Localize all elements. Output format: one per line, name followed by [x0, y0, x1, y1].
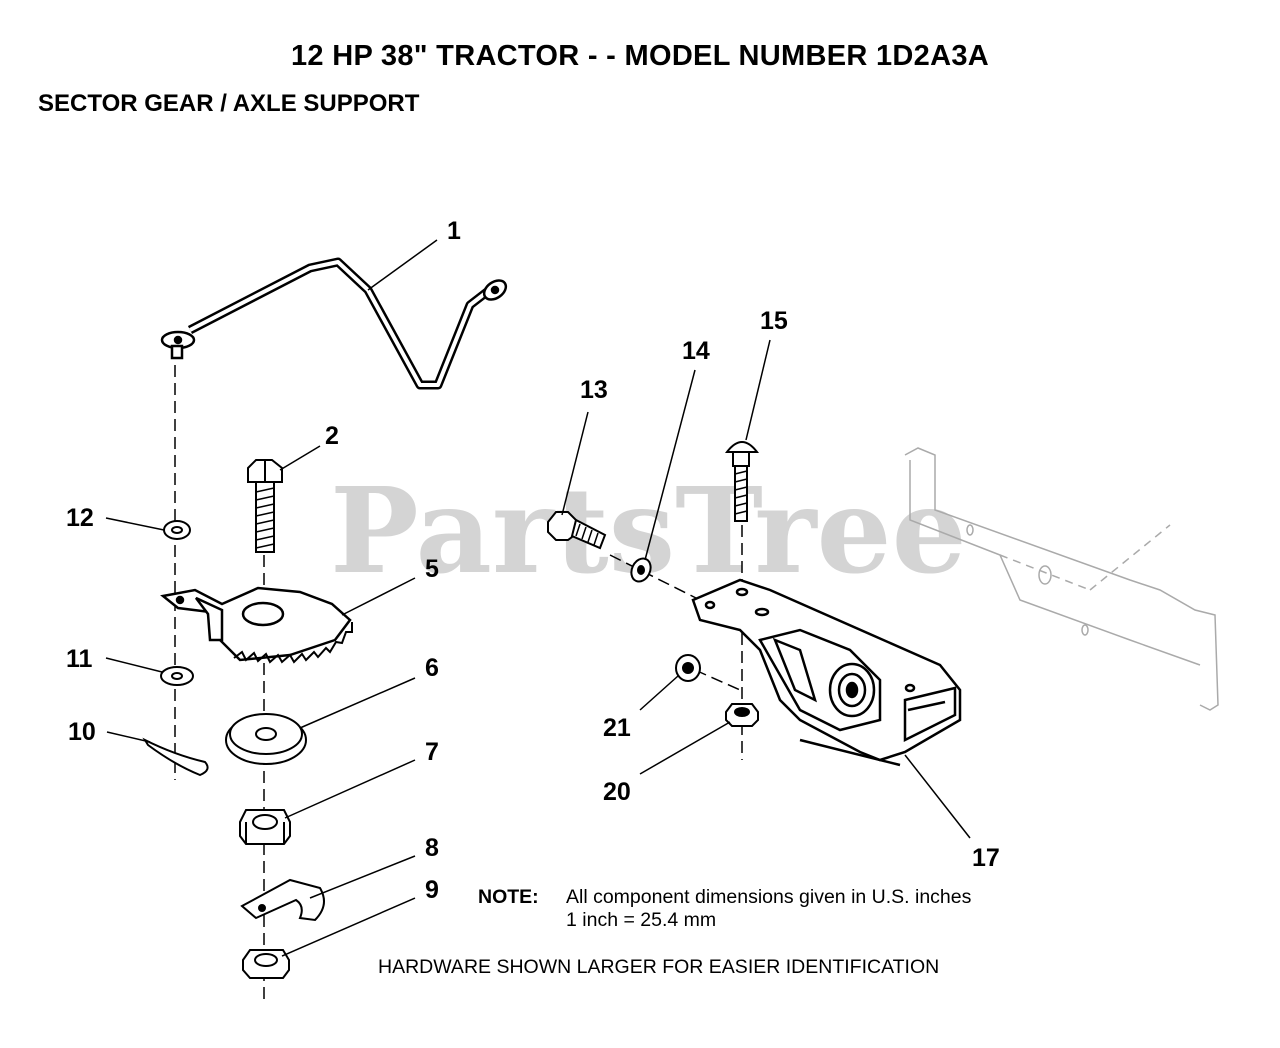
callout-12: 12 [66, 504, 94, 532]
callout-8: 8 [425, 834, 439, 862]
callout-15: 15 [760, 307, 788, 335]
axle-support-part-17[interactable] [691, 578, 962, 767]
callout-13: 13 [580, 376, 608, 404]
drag-link-part-1[interactable] [160, 257, 509, 390]
carriage-bolt-part-15[interactable] [724, 441, 760, 522]
sector-gear-part-5[interactable] [160, 586, 353, 664]
callout-7: 7 [425, 738, 439, 766]
leader-lines [105, 239, 971, 957]
callout-2: 2 [325, 422, 339, 450]
callout-20: 20 [603, 778, 631, 806]
clip-part-8[interactable] [240, 878, 325, 922]
callout-21: 21 [603, 714, 631, 742]
callout-1: 1 [447, 217, 461, 245]
callout-10: 10 [68, 718, 96, 746]
note-line-1: All component dimensions given in U.S. i… [566, 886, 972, 908]
nut-part-20[interactable] [725, 703, 759, 727]
nut-part-9[interactable] [242, 949, 290, 979]
dimension-note: NOTE: All component dimensions given in U… [478, 886, 971, 932]
washer-part-14[interactable] [628, 555, 654, 584]
callout-11: 11 [66, 645, 93, 673]
axle-frame-outline [904, 447, 1219, 711]
callout-17: 17 [972, 844, 1000, 872]
hardware-footnote: HARDWARE SHOWN LARGER FOR EASIER IDENTIF… [378, 956, 940, 978]
note-label: NOTE: [478, 886, 539, 908]
section-subtitle: SECTOR GEAR / AXLE SUPPORT [38, 90, 420, 117]
spacer-part-6[interactable] [225, 713, 307, 765]
callout-6: 6 [425, 654, 439, 682]
bolt-part-2[interactable] [247, 459, 283, 553]
bolt-part-13[interactable] [547, 511, 607, 550]
right-centerlines [609, 525, 743, 760]
page-title: 12 HP 38" TRACTOR - - MODEL NUMBER 1D2A3… [290, 40, 989, 72]
callout-5: 5 [425, 555, 439, 583]
nut-part-7[interactable] [239, 809, 291, 845]
nut-part-12[interactable] [163, 520, 191, 540]
callout-14: 14 [682, 337, 710, 365]
callout-9: 9 [425, 876, 439, 904]
washer-part-11[interactable] [160, 666, 194, 686]
cotter-pin-part-10[interactable] [142, 737, 209, 777]
note-line-2: 1 inch = 25.4 mm [566, 909, 717, 931]
nut-part-21[interactable] [675, 654, 701, 682]
